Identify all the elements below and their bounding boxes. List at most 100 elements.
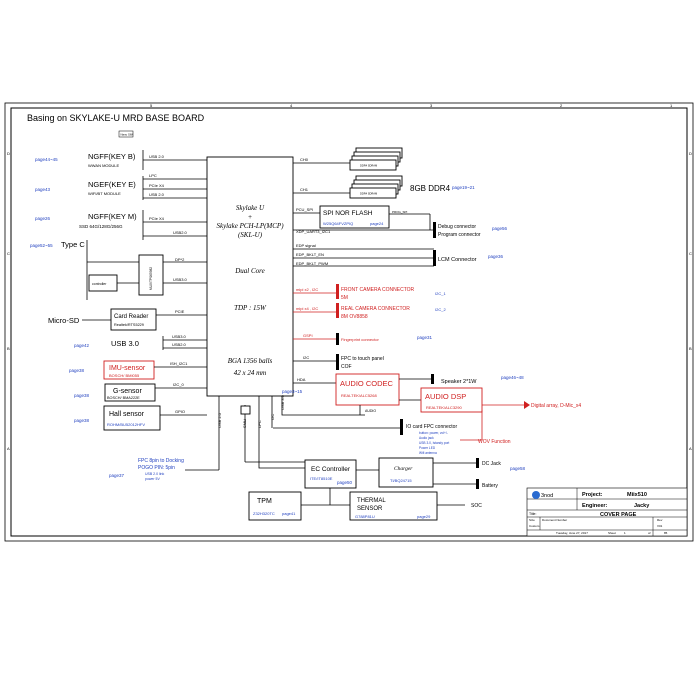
tpm-box — [248, 491, 302, 521]
title-block — [526, 487, 688, 537]
dcjack-mark — [476, 458, 479, 468]
hall-title: Hall sensor — [109, 411, 145, 418]
io-card-item-1: Audio jack — [419, 436, 434, 440]
cpu-tdp: TDP : 15W — [234, 304, 267, 312]
charger-title: Charger — [394, 466, 413, 472]
rear-cam-i2c: I2C_2 — [435, 307, 446, 312]
logo-icon — [532, 491, 540, 499]
hall-sub: ROHM/BU52012HFV — [107, 422, 145, 427]
cpu-bga1: BGA 1356 balls — [228, 357, 273, 365]
sheet-total: 85 — [664, 531, 668, 535]
logo-text: 3nod — [541, 493, 553, 499]
page-title: Basing on SKYLAKE-U MRD BASE BOARD — [27, 113, 205, 123]
outer-frame — [4, 102, 694, 542]
memory-page: page19~21 — [452, 185, 475, 190]
hall-bus: GPIO — [175, 409, 185, 414]
audio-codec-sub: REALTEK/ALC5268 — [341, 393, 377, 398]
cpu-line2: + — [248, 213, 253, 221]
typec-controller: controller — [92, 282, 107, 286]
thermal-sub: G788P81U — [355, 514, 375, 519]
thermal-page: page29 — [417, 514, 431, 519]
gsensor-title: G-sensor — [113, 388, 142, 395]
frame-top-3: 3 — [430, 103, 433, 108]
ngff-m-title: NGFF(KEY M) — [88, 212, 137, 221]
card-reader-bus: PCIE — [175, 309, 185, 314]
io-card-mark — [400, 419, 403, 435]
gsensor-page: page38 — [74, 393, 90, 398]
frame-side-d-right: D — [689, 151, 692, 156]
debug-page: page56 — [492, 226, 508, 231]
audio-dsp-box — [420, 387, 483, 413]
project-label: Project: — [582, 492, 603, 498]
frame-top-4: 4 — [290, 103, 293, 108]
io-card-item-2: USB 3.0, Istandy port — [419, 441, 449, 445]
audio-codec-box — [335, 373, 400, 406]
ngff-b-page: page44~45 — [35, 157, 58, 162]
date-value: Tuesday, June 27, 2017 — [556, 531, 588, 535]
vbus-usb20: USB 2.0 — [217, 412, 222, 428]
typec-title: Type C — [61, 240, 85, 249]
typec-usb: USB3.0 — [173, 277, 188, 282]
audio-dsp-sub: REALTEK/ALC3290 — [426, 405, 462, 410]
imu-sub: BOSCH/ BMI055 — [109, 373, 140, 378]
card-reader-title: Card Reader — [114, 314, 148, 320]
frame-side-b-right: B — [689, 346, 692, 351]
typec-mux-box — [138, 254, 164, 296]
pogo-page: page37 — [109, 473, 125, 478]
ddr4-chip-label-top: DDR4 SDRAM — [360, 164, 377, 168]
ngff-e-title: NGEF(KEY E) — [88, 180, 136, 189]
fingerprint-bus: GSPI — [303, 333, 313, 338]
ec-box — [304, 459, 357, 489]
cpu-line3: Skylake PCH-LP(MCP) — [216, 222, 284, 230]
frame-side-d: D — [7, 151, 10, 156]
gsensor-sub: BOSCH/ BMA222E — [107, 396, 140, 400]
battery-label: Battery — [482, 483, 498, 489]
ec-title: EC Controller — [311, 466, 351, 473]
fpc-touch-line2: COF — [341, 364, 352, 370]
ddr4-chips-bottom: DDR4 SDRAM — [349, 175, 403, 199]
cpu-box — [206, 156, 294, 397]
rear-cam-title: REAL CAMERA CONNECTOR — [341, 306, 410, 312]
audio-dsp-mic: Digital array, D-Mic_x4 — [531, 403, 581, 409]
ngff-e-bus1: LPC — [149, 173, 157, 178]
speaker-mark — [431, 374, 434, 384]
frame-top-1: 1 — [670, 103, 673, 108]
ngff-e-page: page43 — [35, 187, 51, 192]
vbus-i2c: I2C — [270, 414, 275, 420]
wov-function: WOV Function — [478, 439, 511, 445]
frame-top-5: 5 — [150, 103, 153, 108]
ec-sub: ITE/IT8510E — [310, 476, 333, 481]
frame-markers: 5 4 3 2 1 D C B A D C B A — [7, 103, 692, 451]
thermal-box — [349, 491, 438, 521]
lcm-title: LCM Connector — [438, 257, 477, 263]
imu-box — [103, 360, 155, 380]
fingerprint-connector-mark — [336, 333, 339, 345]
ngff-m-bus2: USB2.0 — [173, 230, 188, 235]
charger-box — [378, 457, 434, 488]
audio-codec-title: AUDIO CODEC — [340, 379, 394, 388]
pogo-line2: POGO PIN: 5pin — [138, 465, 175, 471]
audio-codec-audio: AUDIO — [365, 409, 376, 413]
fpc-touch-bus: I2C — [303, 355, 309, 360]
gsensor-bus: I2C_0 — [173, 382, 184, 387]
imu-title: IMU-sensor — [109, 365, 146, 372]
rev-label: Rev — [657, 518, 663, 522]
tpm-sub: Z32H320TC — [253, 511, 275, 516]
spi-page: page24 — [370, 221, 384, 226]
nano-sim-box — [118, 130, 134, 138]
ngff-b-sub: WWAN MODULE — [88, 163, 120, 168]
tpm-title: TPM — [257, 498, 272, 505]
thermal-title: THERMAL — [357, 498, 386, 504]
front-cam-title: FRONT CAMERA CONNECTOR — [341, 287, 415, 293]
title-value: COVER PAGE — [600, 512, 637, 518]
pogo-line4: power 5V — [145, 477, 160, 481]
ngff-b-title: NGFF(KEY B) — [88, 152, 136, 161]
tpm-page: page41 — [282, 511, 296, 516]
rev-value: V01 — [657, 524, 663, 528]
ngff-m-page: page26 — [35, 216, 51, 221]
vbus-lpc: LPC — [257, 420, 262, 428]
mem-ch1: CH1 — [300, 187, 309, 192]
rear-cam-sub: 8M OV8858 — [341, 314, 368, 320]
size-value: Custom — [529, 524, 540, 528]
